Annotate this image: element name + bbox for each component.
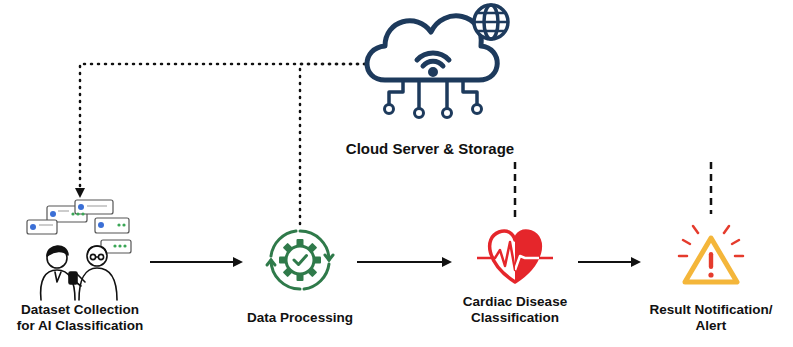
connector-line <box>578 261 633 263</box>
connector-line <box>80 64 365 190</box>
classification-node: Cardiac Disease Classification <box>454 222 576 326</box>
node-label: Cardiac Disease Classification <box>454 294 576 326</box>
warning-icon <box>673 218 749 290</box>
node-label: Data Processing <box>247 310 353 326</box>
people-illustration <box>15 200 145 300</box>
connector-line <box>710 162 713 214</box>
dataset-node: Dataset Collection for AI Classification <box>12 200 148 334</box>
connector <box>515 162 516 218</box>
connector-line <box>150 261 235 263</box>
arrowhead <box>75 188 85 198</box>
cloud-node: Cloud Server & Storage <box>330 0 530 158</box>
cloud-icon <box>355 0 515 125</box>
heart-ecg-icon <box>475 222 555 288</box>
connector <box>75 64 365 198</box>
arrowhead <box>233 257 243 267</box>
node-label: Dataset Collection for AI Classification <box>12 302 148 334</box>
node-label: Result Notification/ Alert <box>643 302 779 334</box>
alert-node: Result Notification/ Alert <box>643 218 779 334</box>
arrowhead <box>442 257 452 267</box>
connector <box>357 257 452 267</box>
connector-line <box>357 261 444 263</box>
process-node: Data Processing <box>245 228 355 326</box>
arrowhead <box>631 257 641 267</box>
connector-line <box>514 162 517 218</box>
connector <box>150 257 243 267</box>
gear-icon <box>268 228 332 292</box>
connector <box>578 257 641 267</box>
connector <box>711 162 712 214</box>
node-label: Cloud Server & Storage <box>346 140 514 158</box>
